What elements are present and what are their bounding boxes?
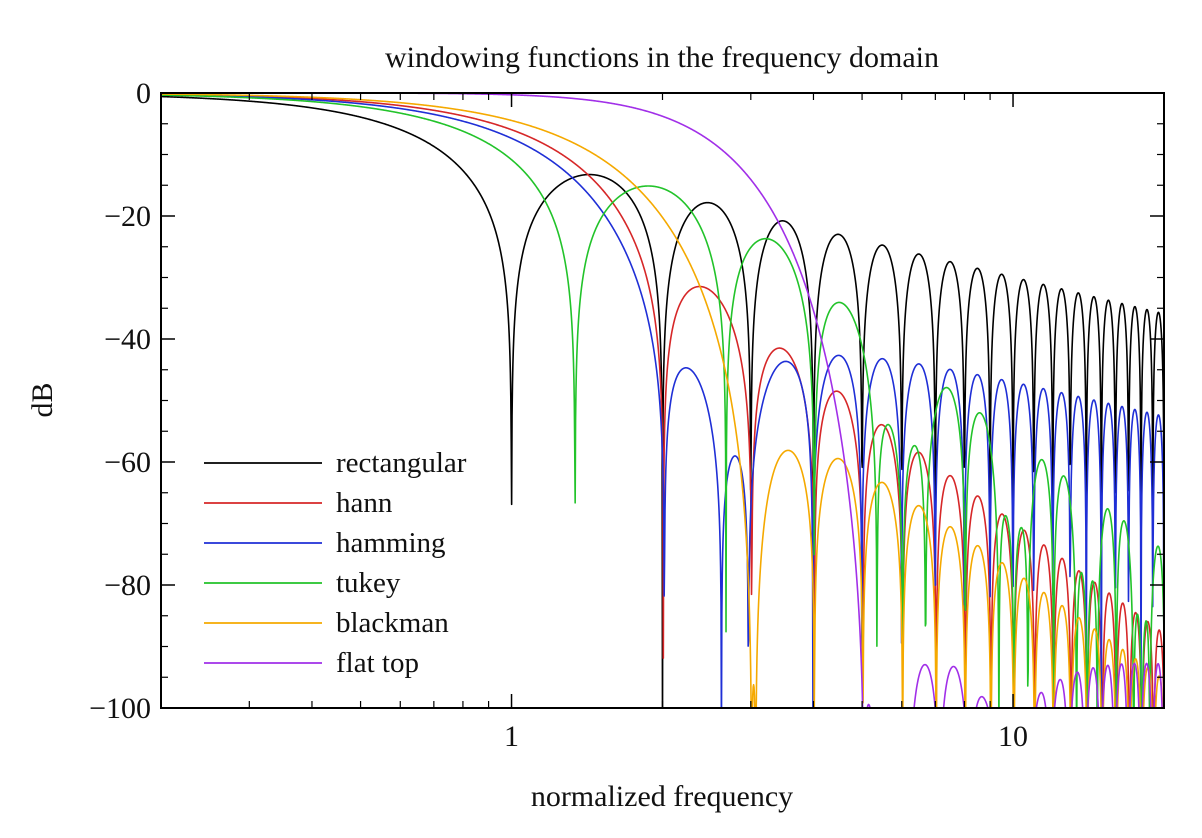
x-tick-label: 1 [504,720,519,753]
series-line-blackman [161,93,1164,708]
legend-label-hamming: hamming [336,527,446,559]
plot-frame [160,92,1165,709]
series-line-rectangular [161,95,1164,708]
series-line-tukey [161,94,1164,708]
x-axis-label: normalized frequency [531,780,793,813]
legend: rectangular hann hamming tukey blackman flat … [204,447,467,679]
y-tick-label: 0 [136,77,151,110]
axis-ticks: 0 −20 −40 −60 −80 −100 1 10 [89,77,1165,753]
legend-label-tukey: tukey [336,567,401,599]
legend-label-rectangular: rectangular [336,447,467,479]
y-axis-label: dB [26,382,59,417]
series-line-hamming [161,93,1164,708]
chart-title: windowing functions in the frequency dom… [385,41,939,74]
y-tick-label: −40 [104,323,151,356]
legend-label-flat-top: flat top [336,647,419,679]
y-tick-label: −60 [104,446,151,479]
y-tick-label: −100 [89,692,151,725]
legend-label-blackman: blackman [336,607,449,639]
legend-label-hann: hann [336,487,393,519]
x-tick-label: 10 [998,720,1028,753]
series-layer [161,93,1164,708]
y-tick-label: −80 [104,569,151,602]
y-tick-label: −20 [104,200,151,233]
